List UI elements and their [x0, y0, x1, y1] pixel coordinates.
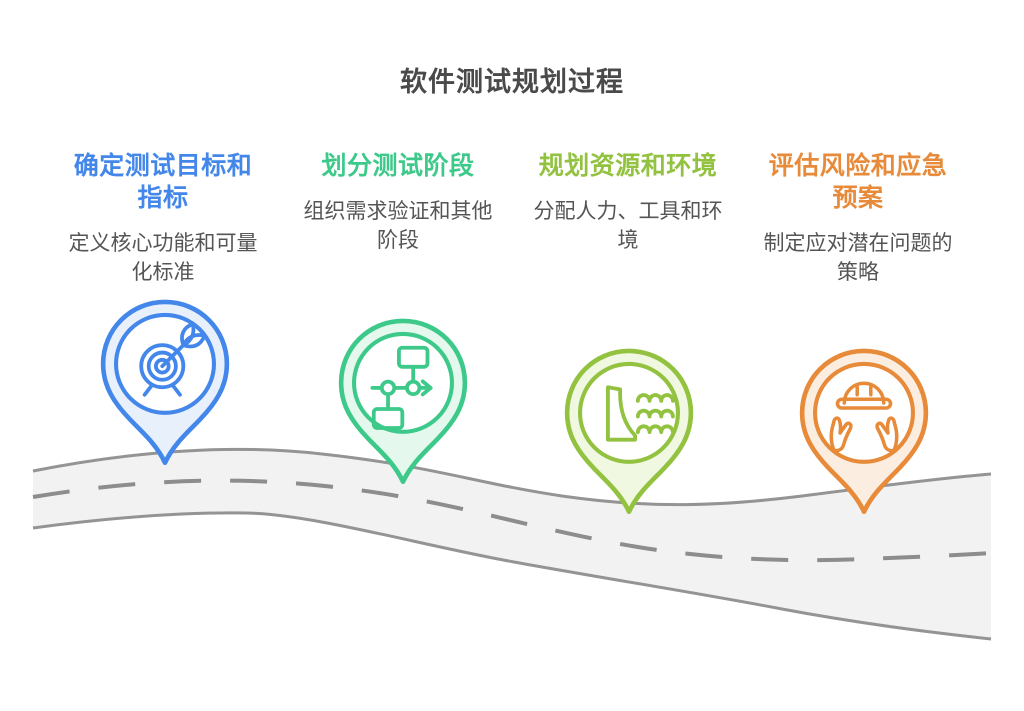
step-column-2: 划分测试阶段 组织需求验证和其他阶段 [288, 150, 508, 255]
step-description: 组织需求验证和其他阶段 [303, 200, 493, 252]
pin-inner-circle [578, 361, 680, 464]
road-edge-bottom [32, 511, 992, 641]
step-heading: 规划资源和环境 [538, 152, 718, 180]
hands-helmet-icon [829, 381, 899, 453]
milestone-pin-4 [799, 348, 929, 515]
step-description: 定义核心功能和可量化标准 [68, 232, 258, 284]
road-center-dashes [32, 478, 992, 563]
target-arrow-icon [139, 322, 207, 397]
pin-inner-circle [813, 361, 915, 464]
milestone-pin-2 [338, 318, 468, 485]
milestone-pin-3 [564, 348, 694, 515]
step-column-4: 评估风险和应急预案 制定应对潜在问题的策略 [748, 150, 968, 287]
road-surface [33, 449, 991, 639]
step-description: 制定应对潜在问题的策略 [763, 232, 953, 284]
step-heading: 确定测试目标和指标 [73, 152, 253, 212]
milestone-pin-1 [100, 299, 230, 466]
step-column-1: 确定测试目标和指标 定义核心功能和可量化标准 [53, 150, 273, 287]
step-description: 分配人力、工具和环境 [533, 200, 723, 252]
flowchart-icon [370, 345, 433, 430]
step-column-3: 规划资源和环境 分配人力、工具和环境 [518, 150, 738, 255]
page-title: 软件测试规划过程 [400, 67, 624, 97]
dam-water-icon [606, 385, 675, 442]
step-heading: 评估风险和应急预案 [768, 152, 948, 212]
step-heading: 划分测试阶段 [321, 152, 475, 180]
